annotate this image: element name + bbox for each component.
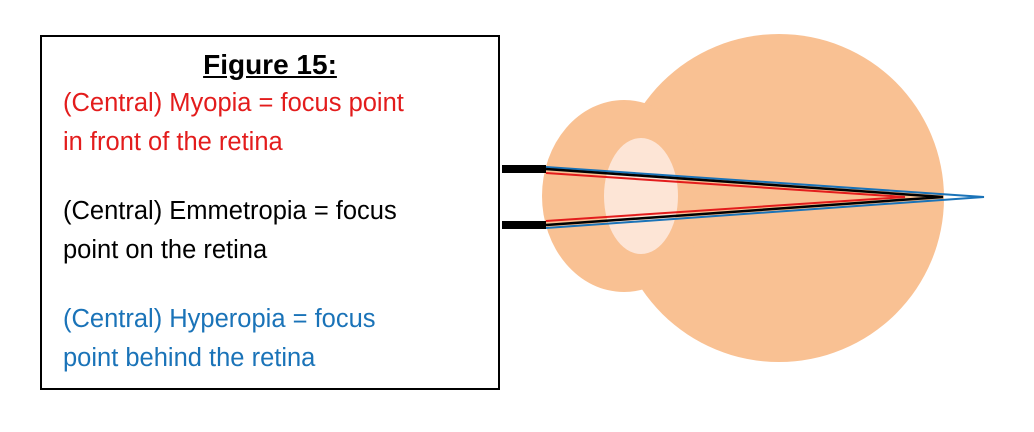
legend-emmetropia-line-2: point on the retina [63, 236, 268, 264]
legend-myopia: (Central) Myopia = focus point in front … [63, 84, 483, 162]
myopia-ray [545, 172, 906, 222]
figure-title: Figure 15: [203, 49, 337, 80]
legend-myopia-line-1: (Central) Myopia = focus point [63, 89, 404, 117]
legend-emmetropia: (Central) Emmetropia = focus point on th… [63, 192, 483, 270]
legend-box: Figure 15: (Central) Myopia = focus poin… [40, 35, 500, 390]
aperture-bar-top [502, 165, 546, 173]
legend-emmetropia-line-1: (Central) Emmetropia = focus [63, 197, 397, 225]
hyperopia-ray [545, 166, 985, 229]
eyeball [614, 34, 944, 362]
lens [604, 138, 678, 254]
legend-hyperopia: (Central) Hyperopia = focus point behind… [63, 300, 483, 378]
legend-hyperopia-line-1: (Central) Hyperopia = focus [63, 305, 376, 333]
aperture-bar-bottom [502, 221, 546, 229]
emmetropia-ray [545, 167, 944, 227]
legend-hyperopia-line-2: point behind the retina [63, 344, 316, 372]
legend-myopia-line-2: in front of the retina [63, 128, 283, 156]
